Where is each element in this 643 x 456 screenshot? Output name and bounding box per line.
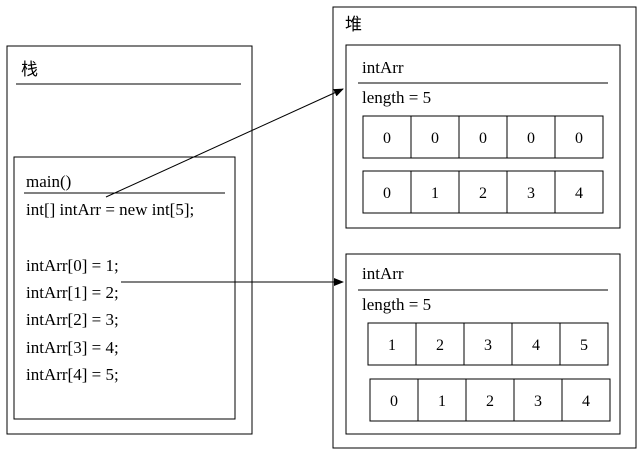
heap-object-1-box	[345, 44, 621, 229]
array-1-value-label-0: 0	[383, 130, 391, 147]
heap-object-2-name: intArr	[362, 264, 404, 283]
heap-object-2-indices-row: 0 1 2 3 4	[369, 378, 611, 422]
heap-object-2-length: length = 5	[362, 295, 431, 314]
heap-object-2: intArr length = 5 1 2 3 4 5 0 1 2 3 4	[345, 253, 621, 435]
array-1-value-label-4: 0	[575, 130, 583, 147]
heap-object-2-box	[345, 253, 621, 435]
array-2-index-label-1: 1	[438, 393, 446, 410]
code-line-1: intArr[0] = 1;	[26, 256, 119, 275]
stack-outer-box	[6, 45, 253, 435]
array-2-value-label-3: 4	[532, 337, 540, 354]
array-2-value-cell-4	[559, 322, 609, 366]
array-1-index-label-2: 2	[479, 185, 487, 202]
stack-inner-area	[16, 54, 241, 414]
array-1-value-label-1: 0	[431, 130, 439, 147]
heap-object-1-length: length = 5	[362, 88, 431, 107]
code-line-0: int[] intArr = new int[5];	[26, 200, 194, 219]
array-2-value-label-2: 3	[484, 337, 492, 354]
array-1-index-cell-4	[554, 170, 604, 214]
array-1-index-label-4: 4	[575, 185, 583, 202]
array-1-index-label-1: 1	[431, 185, 439, 202]
array-1-value-label-3: 0	[527, 130, 535, 147]
code-line-5: intArr[4] = 5;	[26, 365, 119, 384]
heap-title: 堆	[345, 15, 362, 34]
array-2-value-label-1: 2	[436, 337, 444, 354]
main-frame-box	[13, 156, 236, 420]
array-1-value-label-2: 0	[479, 130, 487, 147]
code-line-4: intArr[3] = 4;	[26, 338, 119, 357]
array-2-index-label-0: 0	[390, 393, 398, 410]
main-frame: main() int[] intArr = new int[5]; intArr…	[13, 156, 236, 420]
array-2-index-label-3: 3	[534, 393, 542, 410]
heap-object-2-values-row: 1 2 3 4 5	[367, 322, 609, 366]
array-2-value-label-4: 5	[580, 337, 588, 354]
main-frame-title: main()	[26, 172, 71, 191]
heap-outer-box	[332, 6, 637, 449]
heap-object-1-indices-row: 0 1 2 3 4	[362, 170, 604, 214]
array-2-index-label-2: 2	[486, 393, 494, 410]
heap-object-1-name: intArr	[362, 58, 404, 77]
heap-object-1: intArr length = 5 0 0 0 0 0 0 1 2 3 4	[345, 44, 621, 229]
array-2-index-label-4: 4	[582, 393, 590, 410]
array-2-value-label-0: 1	[388, 337, 396, 354]
stack-title: 栈	[21, 60, 38, 79]
array-1-index-label-3: 3	[527, 185, 535, 202]
arrow-to-heap-object-1	[105, 88, 344, 198]
heap-object-1-values-row: 0 0 0 0 0	[362, 115, 604, 159]
array-1-value-cell-4	[554, 115, 604, 159]
code-line-2: intArr[1] = 2;	[26, 283, 119, 302]
array-1-index-label-0: 0	[383, 185, 391, 202]
code-line-3: intArr[2] = 3;	[26, 310, 119, 329]
stack-panel: 栈 main() int[] intArr = new int[5]; intA…	[6, 45, 253, 435]
heap-panel: 堆 intArr length = 5 0 0 0 0 0 0 1 2 3 4 intArr l…	[332, 6, 637, 449]
array-2-index-cell-4	[561, 378, 611, 422]
